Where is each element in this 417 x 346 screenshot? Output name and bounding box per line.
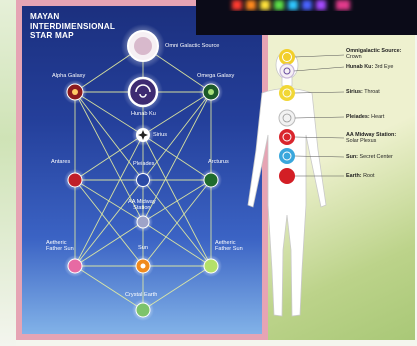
label-crystal-earth: Crystal Earth bbox=[125, 292, 157, 298]
body-label-hunab-ku-center: 3rd Eye bbox=[375, 64, 394, 70]
third-eye-center-dot bbox=[280, 64, 294, 78]
body-label-hunab-ku-name: Hunab Ku: bbox=[346, 64, 373, 70]
body-label-sun: Sun: Secret Center bbox=[346, 154, 393, 160]
label-omega-galaxy: Omega Galaxy bbox=[197, 73, 234, 79]
label-antares: Antares bbox=[51, 159, 70, 165]
body-label-hunab-ku: Hunab Ku: 3rd Eye bbox=[346, 64, 393, 70]
body-label-earth: Earth: Root bbox=[346, 173, 374, 179]
body-label-pleiades-name: Pleiades: bbox=[346, 114, 370, 120]
arcturus-node bbox=[200, 169, 222, 191]
label-aetheric-father-sun-left: Aetheric Father Sun bbox=[46, 240, 74, 253]
label-aetheric-father-sun-right: Aetheric Father Sun bbox=[215, 240, 243, 253]
body-label-sun-name: Sun: bbox=[346, 154, 358, 160]
title-line-1: MAYAN bbox=[30, 12, 115, 22]
heart-center-dot bbox=[279, 110, 295, 126]
label-sun: Sun bbox=[138, 245, 148, 251]
aetheric-father-sun-left-node bbox=[64, 255, 86, 277]
label-pleiades: Pleiades bbox=[133, 161, 154, 167]
body-label-sun-center: Secret Center bbox=[359, 154, 392, 160]
title-line-3: STAR MAP bbox=[30, 31, 115, 41]
body-label-omnigalactic: Omnigalactic Source: Crown bbox=[346, 48, 401, 60]
label-hunab-ku: Hunab Ku bbox=[131, 111, 156, 117]
solar-plexus-center-dot bbox=[279, 129, 295, 145]
throat-center-dot bbox=[279, 85, 295, 101]
body-label-pleiades-center: Heart bbox=[371, 114, 384, 120]
body-label-aa-midway-center: Solar Plexus bbox=[346, 138, 396, 144]
aetheric-father-sun-right-node bbox=[200, 255, 222, 277]
sirius-node bbox=[132, 124, 154, 146]
body-label-sirius: Sirius: Throat bbox=[346, 89, 380, 95]
label-sirius: Sirius bbox=[153, 132, 167, 138]
label-aa-midway-station: AA Midway Station bbox=[128, 199, 156, 212]
root-center-dot bbox=[279, 168, 295, 184]
body-label-aa-midway: AA Midway Station: Solar Plexus bbox=[346, 132, 396, 144]
crown-center-dot bbox=[279, 49, 295, 65]
label-aa-midway-line-2: Station bbox=[128, 205, 156, 211]
body-label-sirius-center: Throat bbox=[364, 89, 380, 95]
body-label-earth-center: Root bbox=[363, 173, 374, 179]
crystal-earth-node bbox=[132, 299, 154, 321]
secret-center-dot bbox=[279, 148, 295, 164]
body-label-pleiades: Pleiades: Heart bbox=[346, 114, 384, 120]
label-aetheric-left-line-2: Father Sun bbox=[46, 246, 74, 252]
antares-node bbox=[64, 169, 86, 191]
star-map-title: MAYAN INTERDIMENSIONAL STAR MAP bbox=[30, 12, 115, 41]
label-omni-galactic-source: Omni Galactic Source bbox=[165, 43, 219, 49]
label-aetheric-right-line-2: Father Sun bbox=[215, 246, 243, 252]
body-label-earth-name: Earth: bbox=[346, 173, 362, 179]
alpha-galaxy-node bbox=[63, 80, 87, 104]
body-label-sirius-name: Sirius: bbox=[346, 89, 363, 95]
sun-node bbox=[132, 255, 154, 277]
pleiades-node bbox=[133, 170, 153, 190]
label-alpha-galaxy: Alpha Galaxy bbox=[52, 73, 85, 79]
title-line-2: INTERDIMENSIONAL bbox=[30, 22, 115, 32]
omega-galaxy-node bbox=[199, 80, 223, 104]
aa-midway-station-node bbox=[133, 212, 153, 232]
label-arcturus: Arcturus bbox=[208, 159, 229, 165]
body-label-omnigalactic-center: Crown bbox=[346, 54, 401, 60]
omni-galactic-source-node bbox=[121, 24, 165, 68]
hunab-ku-node bbox=[123, 72, 163, 112]
